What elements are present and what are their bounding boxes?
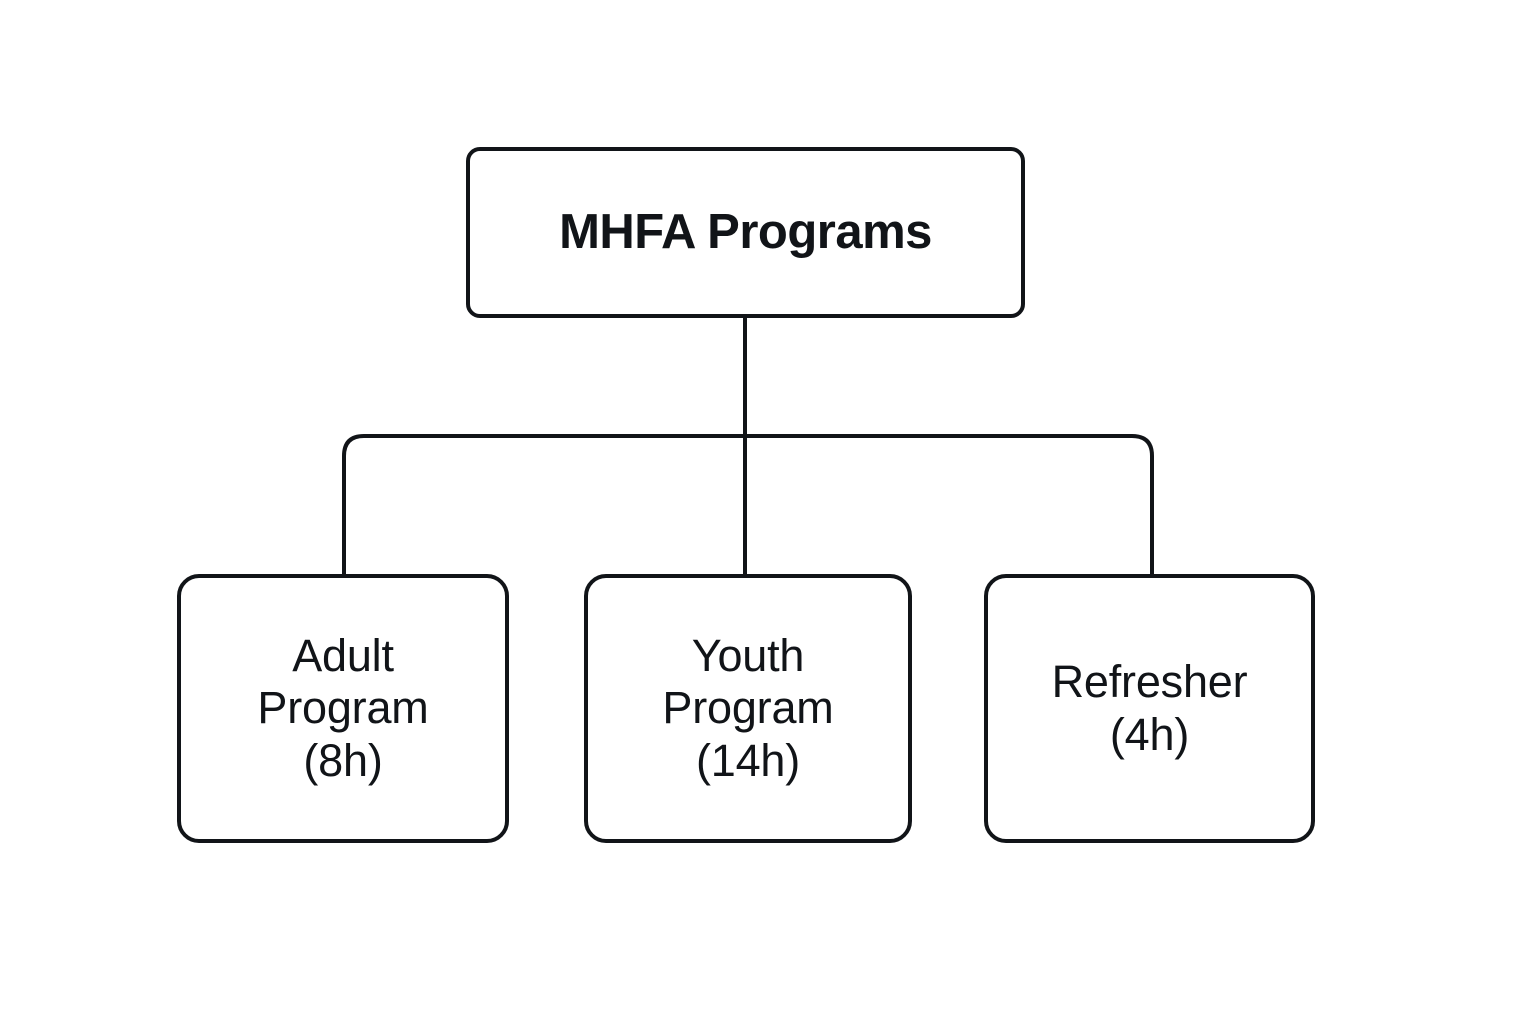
node-root[interactable]: MHFA Programs [466, 147, 1025, 318]
node-youth-program[interactable]: Youth Program (14h) [584, 574, 912, 843]
node-refresher-label: Refresher (4h) [1051, 656, 1248, 760]
node-adult-program-label: Adult Program (8h) [257, 630, 429, 786]
node-youth-program-label: Youth Program (14h) [662, 630, 834, 786]
node-adult-program[interactable]: Adult Program (8h) [177, 574, 509, 843]
node-refresher[interactable]: Refresher (4h) [984, 574, 1315, 843]
tree-connector-path [342, 318, 1154, 574]
node-root-label: MHFA Programs [559, 205, 932, 260]
